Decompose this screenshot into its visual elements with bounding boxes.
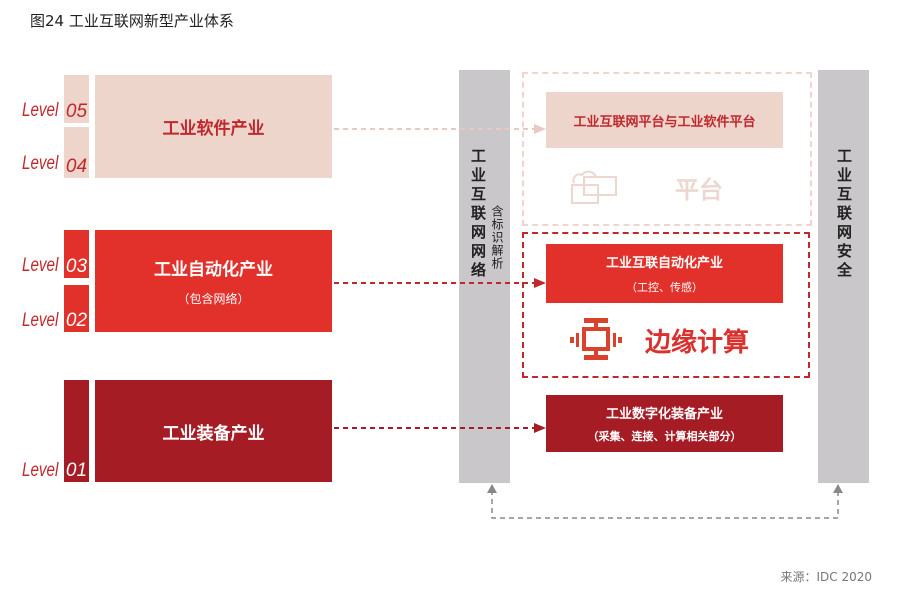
figure-title: 图24 工业互联网新型产业体系 xyxy=(30,12,234,30)
equipment-industry-box: 工业装备产业 xyxy=(95,380,332,482)
edge-dashed-box xyxy=(522,232,810,378)
level-number: 02 xyxy=(64,285,89,332)
automation-box-sub: （工控、传感） xyxy=(626,281,703,294)
level-number: 05 xyxy=(64,75,89,123)
level-number: 03 xyxy=(64,230,89,278)
automation-box: 工业互联自动化产业 （工控、传感） xyxy=(546,244,783,303)
level-number: 01 xyxy=(64,380,89,482)
automation-industry-box: 工业自动化产业 （包含网络） xyxy=(95,230,332,332)
equipment-box: 工业数字化装备产业 （采集、连接、计算相关部分） xyxy=(546,395,783,452)
network-column xyxy=(459,70,510,483)
level-label: Level xyxy=(22,100,59,121)
level-label: Level xyxy=(22,255,59,276)
network-column-title: 工业互联网网络 xyxy=(469,148,487,281)
network-security-link xyxy=(491,490,839,519)
equipment-box-sub: （采集、连接、计算相关部分） xyxy=(587,430,742,443)
automation-box-label: 工业互联自动化产业 xyxy=(605,256,723,271)
platform-box-label: 工业互联网平台与工业软件平台 xyxy=(573,114,756,130)
equipment-box-label: 工业数字化装备产业 xyxy=(605,407,723,422)
edge-computing-label: 边缘计算 xyxy=(645,328,750,358)
security-column xyxy=(818,70,869,483)
platform-dashed-box xyxy=(522,72,812,226)
software-industry-box: 工业软件产业 xyxy=(95,75,332,178)
security-column-title: 工业互联网安全 xyxy=(835,148,853,281)
network-column-sub: 含标识解析 xyxy=(490,205,504,270)
automation-industry-sub: （包含网络） xyxy=(177,292,250,306)
cloud-platform-icon xyxy=(571,170,617,204)
platform-label: 平台 xyxy=(675,176,723,204)
level-label: Level xyxy=(22,310,59,331)
software-industry-label: 工业软件产业 xyxy=(162,119,265,139)
edge-computing-icon xyxy=(570,318,622,360)
automation-industry-label: 工业自动化产业 xyxy=(154,260,273,280)
level-label: Level xyxy=(22,460,59,481)
platform-box: 工业互联网平台与工业软件平台 xyxy=(546,92,783,148)
level-label: Level xyxy=(22,153,59,174)
level-number: 04 xyxy=(64,127,89,178)
source-note: 来源：IDC 2020 xyxy=(780,570,872,584)
equipment-industry-label: 工业装备产业 xyxy=(162,423,265,444)
